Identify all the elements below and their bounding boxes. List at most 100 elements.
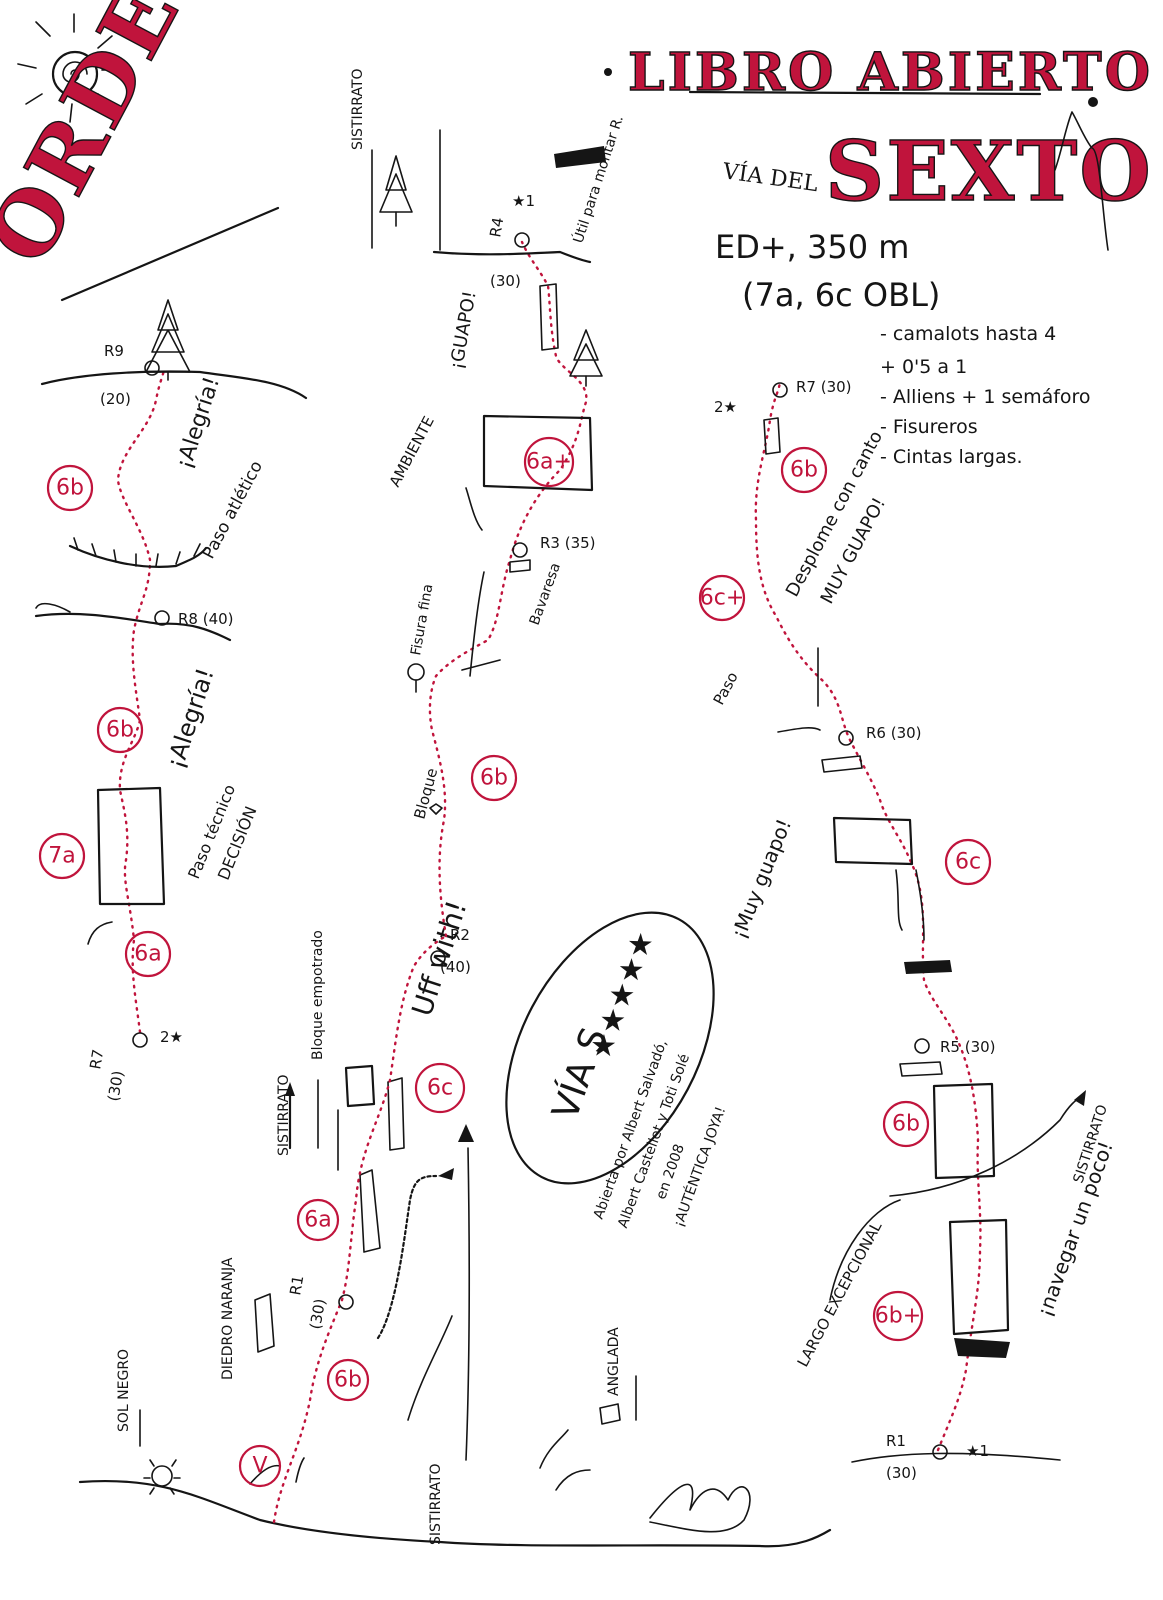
label-sistirrato: SISTIRRATO [276, 1074, 292, 1156]
tree-icon [408, 664, 424, 692]
grade-summary: ED+, 350 m [715, 228, 909, 266]
grade-marker: 6b+ [874, 1292, 922, 1340]
decor-dot [1088, 97, 1098, 107]
grade-marker: 6c [946, 840, 990, 884]
rock-edge [88, 922, 112, 944]
svg-text:6c: 6c [427, 1076, 453, 1101]
credits: Abierta por Albert Salvadó, Albert Caste… [591, 1038, 744, 1248]
svg-text:6b: 6b [480, 766, 508, 791]
rock-ledge [438, 1168, 454, 1180]
anglada-sketch [600, 1404, 620, 1424]
svg-text:V: V [252, 1454, 267, 1479]
belay-star: 2★ [714, 398, 737, 416]
belay-label: R9 [104, 342, 124, 360]
svg-text:6c+: 6c+ [700, 586, 745, 611]
belay-length: (30) [104, 1069, 127, 1102]
grade-obligatory: (7a, 6c OBL) [742, 276, 940, 314]
belay-star: ★1 [966, 1442, 989, 1460]
label-diedro-naranja: DIEDRO NARANJA [220, 1257, 236, 1380]
note-paso: Paso [710, 669, 742, 708]
belay-anchor [133, 1033, 147, 1047]
svg-text:6b+: 6b+ [875, 1304, 921, 1329]
crack-box [388, 1078, 404, 1150]
grade-marker: 6b [472, 756, 516, 800]
ledge-line [36, 604, 70, 612]
grade-marker: 6a [126, 932, 170, 976]
belay-label: R3 (35) [540, 534, 596, 552]
grade-marker: 6b [782, 448, 826, 492]
bush-sketch [540, 1430, 590, 1490]
belay-ledge [822, 756, 862, 772]
belay-star: ★1 [512, 192, 535, 210]
belay-length: (20) [100, 390, 131, 408]
gear-item: - Alliens + 1 semáforo [880, 386, 1091, 408]
svg-text:6b: 6b [790, 458, 818, 483]
belay-ledge [510, 560, 530, 572]
note-largo-excepcional: LARGO EXCEPCIONAL [794, 1218, 886, 1370]
note-guapo: ¡GUAPO! [446, 290, 480, 371]
svg-text:6b: 6b [56, 476, 84, 501]
belay-label: R4 [486, 216, 507, 239]
grade-marker: 7a [40, 834, 84, 878]
belay-anchor [915, 1039, 929, 1053]
grade-marker: 6b [884, 1102, 928, 1146]
grade-marker: 6a [298, 1200, 338, 1240]
route-prefix: VÍA DEL [720, 157, 820, 197]
rock-edge [466, 488, 482, 530]
gear-list: - camalots hasta 4 + 0'5 a 1 - Alliens +… [880, 323, 1091, 468]
svg-text:7a: 7a [48, 844, 75, 869]
note-bloque-empotrado: Bloque empotrado [310, 930, 326, 1060]
gear-item: + 0'5 a 1 [880, 356, 967, 378]
grade-marker: 6a+ [525, 438, 573, 486]
belay-label: R8 (40) [178, 610, 234, 628]
belay-length: (30) [490, 272, 521, 290]
svg-text:6b: 6b [334, 1368, 362, 1393]
title-bullet [604, 68, 612, 76]
grade-marker: 6c+ [700, 576, 745, 620]
signature [650, 1484, 750, 1531]
label-sol-negro: SOL NEGRO [116, 1349, 132, 1432]
diedro-naranja-sketch [255, 1294, 274, 1352]
belay-anchor [513, 543, 527, 557]
svg-text:6a+: 6a+ [526, 450, 572, 475]
grade-marker: 6b [48, 466, 92, 510]
belay-length: (30) [306, 1297, 329, 1330]
ground-line-right [852, 1453, 1060, 1462]
belay-length: (30) [886, 1464, 917, 1482]
belay-label: R7 (30) [796, 378, 852, 396]
bloque-empotrado-sketch [346, 1066, 374, 1106]
belay-anchor [515, 233, 529, 247]
dihedral-lines [318, 1080, 338, 1170]
gear-item: - camalots hasta 4 [880, 323, 1056, 345]
arrow-head [1074, 1090, 1086, 1106]
region-title: ORDESA [0, 0, 265, 280]
grade-marker: 6b [98, 708, 142, 752]
rock-crack [378, 1176, 436, 1338]
summit-ledge [42, 372, 306, 399]
region-title-text: ORDESA [0, 0, 265, 280]
via-stars: ★★★★★ [583, 926, 662, 1064]
crack-box [360, 1170, 380, 1252]
note-muy-guapo: ¡Muy guapo! [726, 815, 796, 941]
crack-lines [896, 870, 924, 940]
svg-text:6a: 6a [304, 1208, 331, 1233]
roof-block [904, 960, 952, 974]
grade-marker: 6c [416, 1064, 464, 1112]
belay-length: (40) [440, 958, 471, 976]
label-sistirrato-bottom: SISTIRRATO [428, 1463, 444, 1545]
note-bavaresa: Bavaresa [527, 561, 564, 628]
pillar-box [98, 788, 164, 904]
belay-label: R7 [86, 1048, 107, 1071]
tree-icon [380, 156, 412, 226]
summit-ledge [434, 252, 590, 262]
note-fisura-fina: Fisura fina [408, 583, 436, 657]
belay-label: R5 (30) [940, 1038, 996, 1056]
svg-text:6b: 6b [106, 718, 134, 743]
label-sistirrato-top: SISTIRRATO [350, 68, 366, 150]
roof-block [954, 1338, 1010, 1358]
pillar-box [934, 1084, 994, 1178]
note-paso-tecnico: Paso técnico DECISIÓN [184, 782, 265, 892]
rock-edge [462, 572, 500, 676]
overhang-hatching [74, 538, 200, 566]
